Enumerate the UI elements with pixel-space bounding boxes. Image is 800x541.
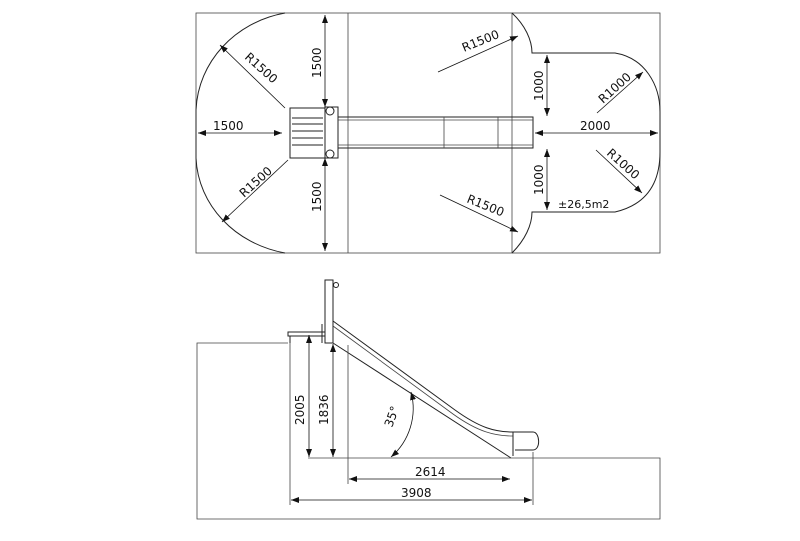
dim-bottom-height: 1500 (310, 181, 324, 212)
slide-top (289, 106, 534, 159)
slide-side (287, 279, 540, 459)
dim-top-height: 1500 (310, 47, 324, 78)
left-safety-zone-arc (195, 12, 286, 254)
dim-total-height: 2005 (293, 394, 307, 425)
dim-right-upper: 1000 (532, 70, 546, 101)
radius-top-right: R1500 (460, 27, 501, 55)
radius-top-left: R1500 (242, 50, 280, 86)
dim-total-length: 3908 (401, 486, 432, 500)
area-label: ±26,5m2 (558, 198, 609, 211)
dim-right-width: 2000 (580, 119, 611, 133)
dim-platform-height: 1836 (317, 394, 331, 425)
angle-label: 35° (382, 404, 402, 429)
top-view: 1500 1500 1500 R1500 R1500 R1500 R1500 1… (195, 12, 661, 254)
right-safety-zone-outline (511, 12, 661, 254)
dim-slide-length: 2614 (415, 465, 446, 479)
radius-bottom-right: R1500 (465, 192, 506, 220)
dim-left-width: 1500 (213, 119, 244, 133)
side-view: 2005 1836 35° 2614 3908 (196, 279, 661, 520)
radius-right-upper: R1000 (596, 70, 634, 106)
radius-bottom-left: R1500 (237, 164, 275, 200)
radius-right-lower: R1000 (604, 146, 642, 182)
dim-right-lower: 1000 (532, 164, 546, 195)
side-view-frame (196, 342, 661, 520)
